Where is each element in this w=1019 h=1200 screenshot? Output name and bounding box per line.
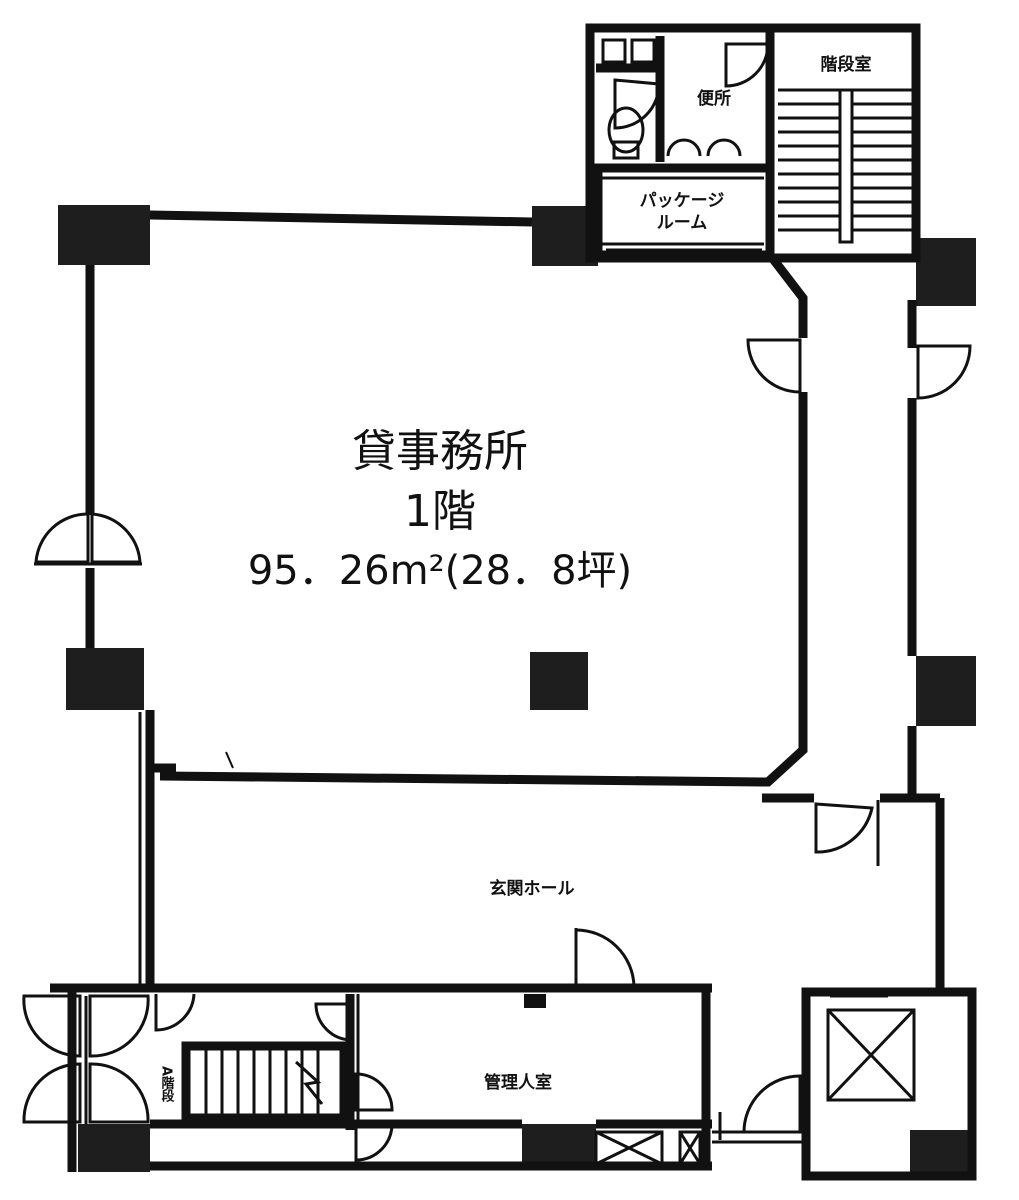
- column-top-left: [58, 205, 150, 265]
- office-east-door: [746, 338, 802, 394]
- entrance-hall-label: 玄関ホール: [490, 878, 575, 899]
- column-right-lower: [916, 656, 976, 726]
- column-bottom-right: [910, 1130, 974, 1176]
- column-bottom-left: [78, 1124, 150, 1172]
- corridor-walls: [762, 300, 972, 990]
- labels: 貸事務所 1階 95．26m²(28．8坪) 便所 階段室 パッケージ ルーム …: [159, 54, 872, 1104]
- service-block: [585, 23, 921, 263]
- structural-columns: [58, 205, 976, 1176]
- office-west-door: [34, 512, 142, 566]
- entrance-hall-walls: [50, 710, 712, 993]
- manager-room-label: 管理人室: [484, 1072, 552, 1093]
- office-area: 95．26m²(28．8坪): [248, 548, 632, 594]
- stairs-a-label: A階段: [159, 1066, 175, 1104]
- package-room-label-2: ルーム: [657, 213, 708, 233]
- stairwell-label: 階段室: [821, 54, 872, 75]
- column-center: [530, 652, 588, 710]
- toilet-label: 便所: [697, 88, 731, 109]
- elevator-block: [712, 987, 977, 1181]
- bottom-left-block: [22, 992, 712, 1172]
- office-title: 貸事務所: [352, 426, 528, 477]
- column-left-mid: [66, 648, 144, 710]
- column-right-upper: [916, 238, 976, 306]
- office-floor: 1階: [404, 486, 476, 537]
- package-room-label-1: パッケージ: [640, 191, 725, 211]
